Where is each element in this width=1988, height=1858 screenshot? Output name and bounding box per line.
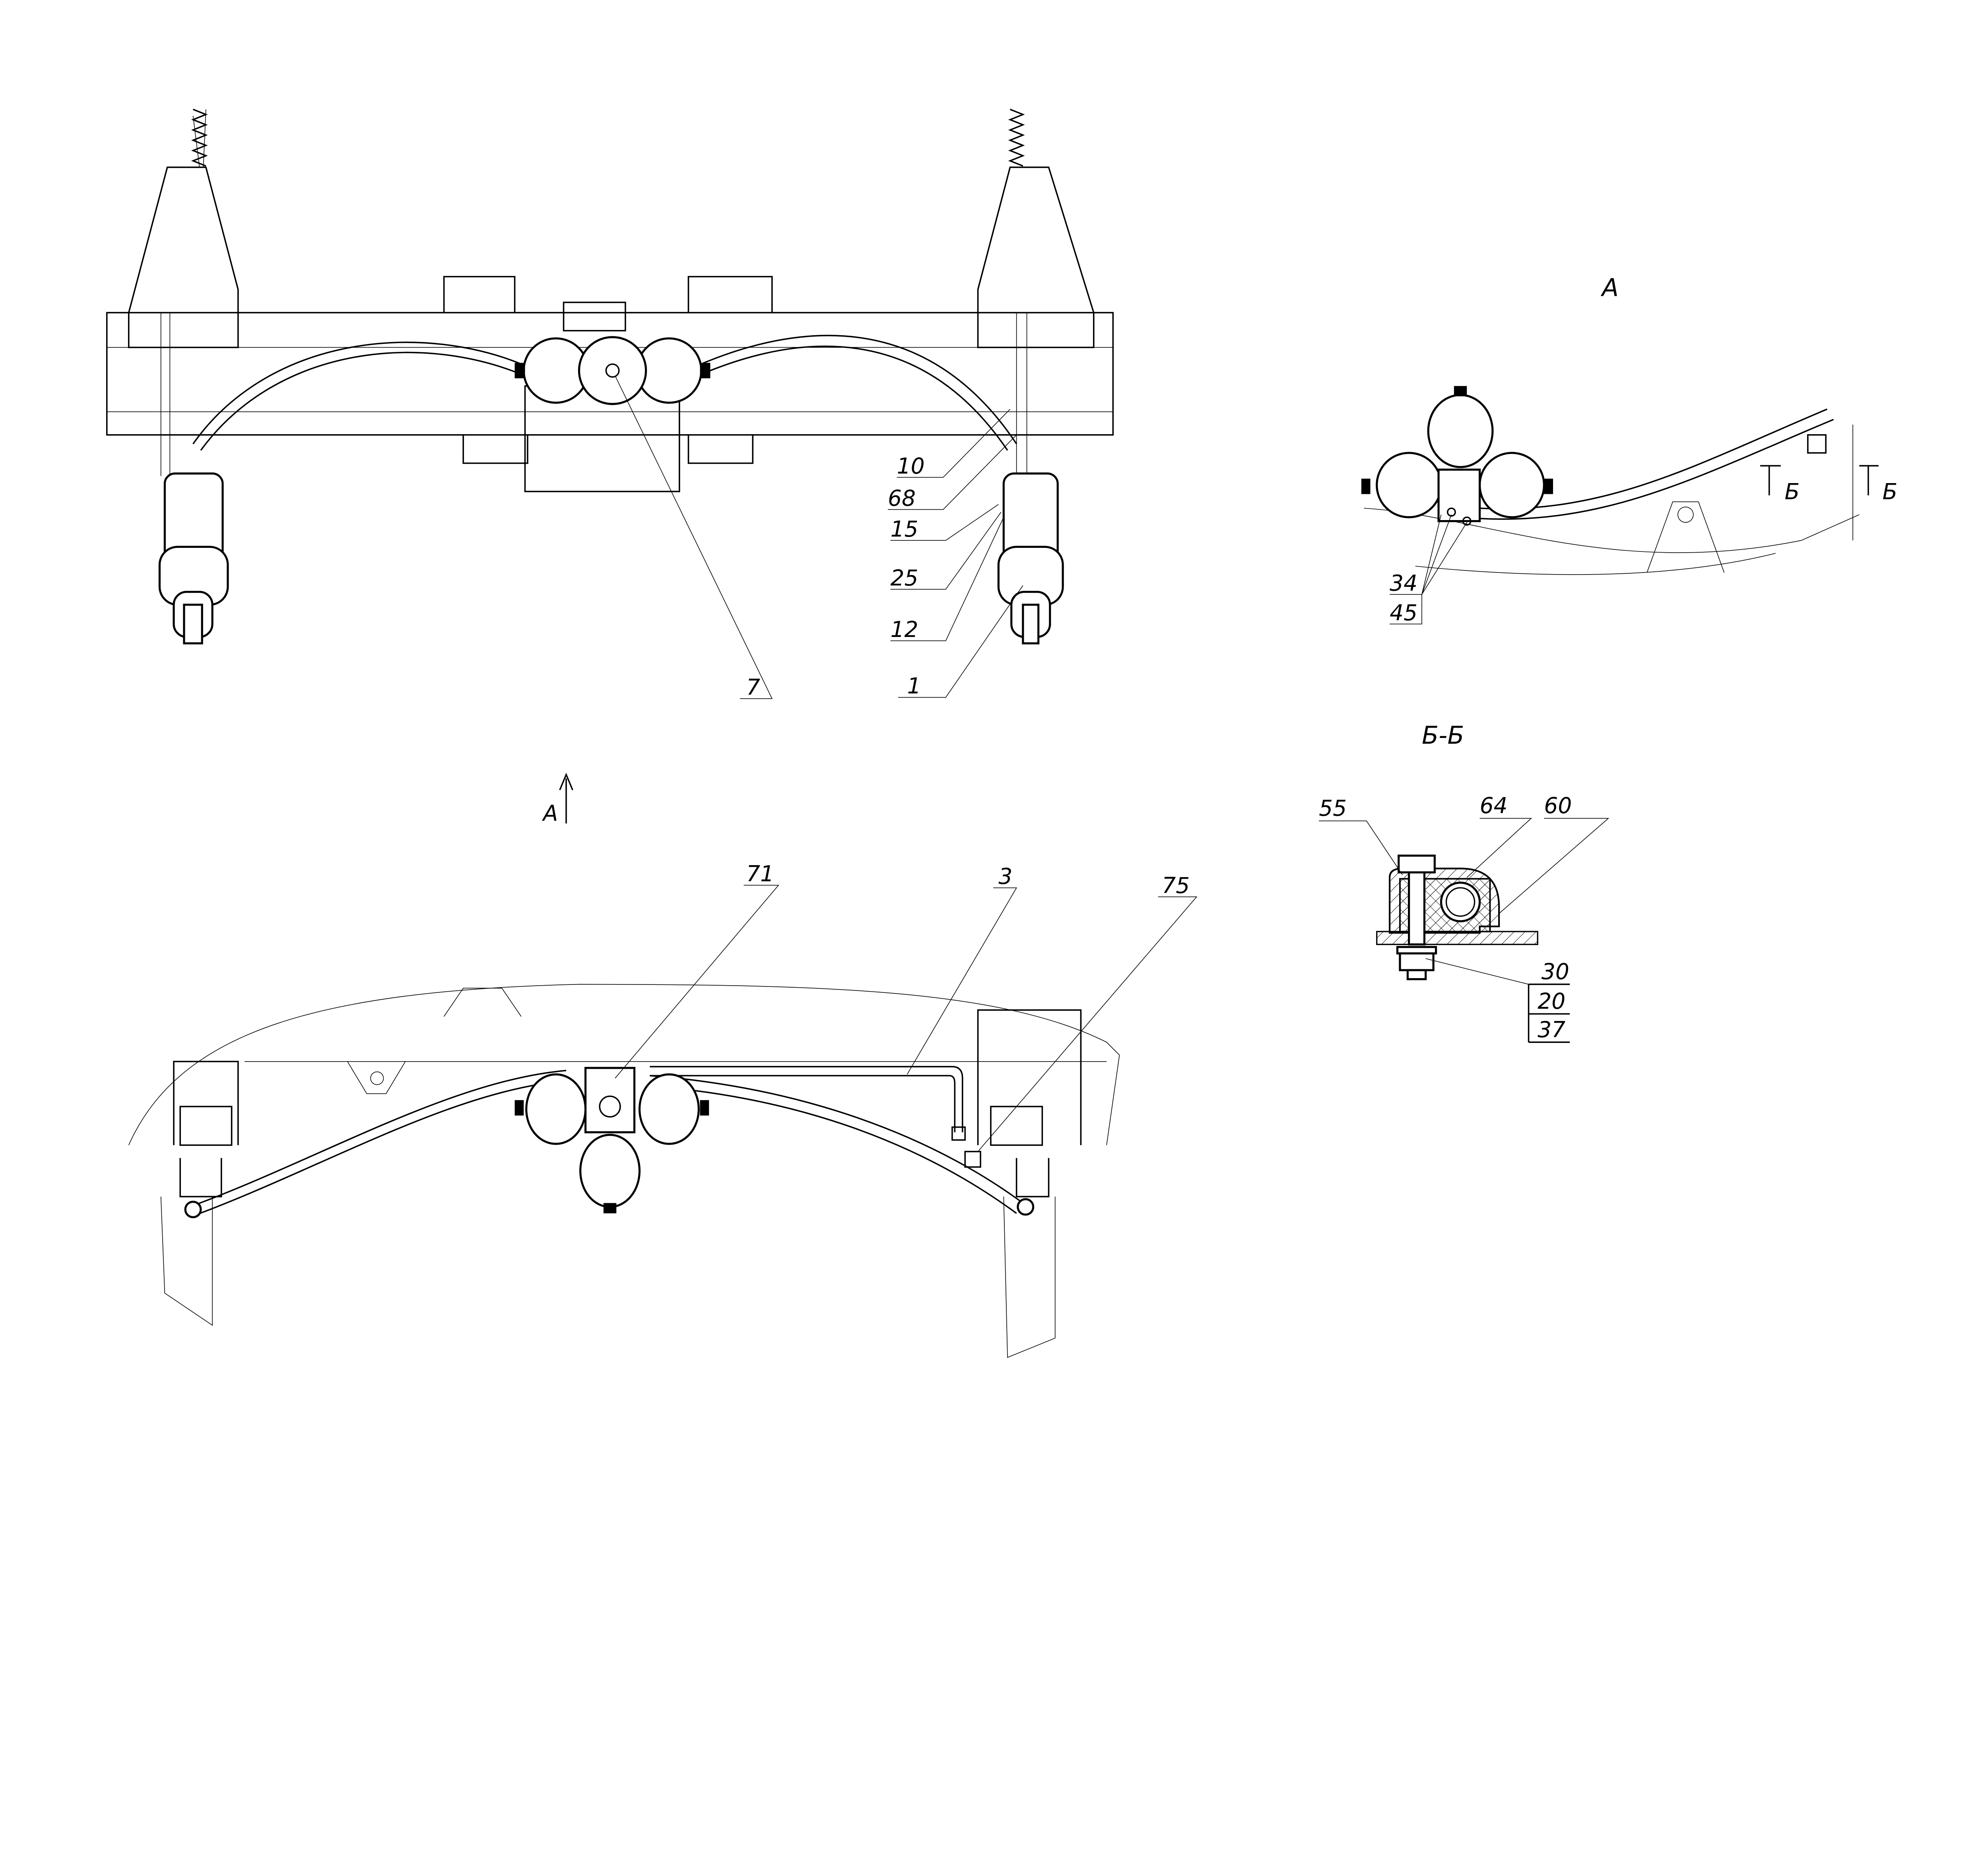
section-mark-left: Б — [1785, 479, 1800, 505]
technical-drawing: 10 68 15 25 12 1 7 А Б Б 34 45 Б-Б — [106, 109, 1897, 1358]
view-a: А Б Б 34 45 — [1361, 274, 1897, 625]
callout-37: 37 — [1538, 1017, 1565, 1042]
hose-left — [192, 342, 528, 445]
right-spring — [1008, 109, 1025, 167]
section-mark-right: Б — [1883, 479, 1898, 505]
accumulator-top — [1427, 394, 1494, 468]
accumulator-bottom — [579, 1134, 641, 1208]
left-spring — [191, 109, 208, 167]
top-view-assembly: 10 68 15 25 12 1 7 — [106, 109, 1114, 700]
body-outline — [128, 984, 1120, 1145]
pipe-3 — [650, 1066, 963, 1132]
callout-68: 68 — [888, 485, 916, 511]
callout-45: 45 — [1390, 600, 1417, 625]
nut — [1399, 952, 1435, 971]
accumulator-left — [525, 1073, 587, 1145]
accumulator-left — [1376, 452, 1442, 518]
callout-1: 1 — [907, 673, 921, 699]
bottom-view-assembly: А 71 3 75 — [128, 773, 1198, 1358]
view-a-title: А — [1600, 274, 1619, 302]
frame-beam — [106, 312, 1114, 436]
view-arrow-label: А — [542, 801, 558, 826]
accumulator-right — [1479, 452, 1545, 518]
bolt — [1408, 871, 1426, 946]
hose-left — [192, 1070, 567, 1206]
right-cylinder — [997, 472, 1064, 645]
callout-7: 7 — [746, 674, 760, 700]
callout-30: 30 — [1541, 959, 1569, 984]
callout-10: 10 — [897, 453, 925, 479]
accumulator-right — [638, 1073, 700, 1145]
section-bb: Б-Б 55 64 60 30 20 37 — [1319, 721, 1609, 1043]
hose-right — [694, 335, 1017, 445]
callout-3: 3 — [998, 864, 1012, 889]
callout-60: 60 — [1544, 793, 1572, 818]
callout-15: 15 — [890, 516, 918, 542]
right-bracket — [977, 166, 1095, 348]
callout-75: 75 — [1162, 873, 1190, 898]
left-cylinder — [158, 472, 229, 645]
section-bb-title: Б-Б — [1422, 721, 1464, 749]
left-bracket — [128, 166, 239, 348]
bolt-head — [1398, 854, 1436, 874]
view-arrow — [559, 773, 573, 824]
callout-34: 34 — [1390, 570, 1417, 596]
callout-20: 20 — [1538, 988, 1565, 1014]
callout-71: 71 — [746, 861, 774, 887]
callout-55: 55 — [1319, 796, 1347, 821]
callout-25: 25 — [890, 565, 918, 590]
hose-right — [650, 1075, 1023, 1204]
valve-block — [584, 1067, 636, 1134]
accumulator-center — [578, 336, 647, 405]
callout-64: 64 — [1480, 793, 1508, 818]
callout-12: 12 — [890, 617, 918, 642]
valve-block — [1437, 468, 1481, 522]
